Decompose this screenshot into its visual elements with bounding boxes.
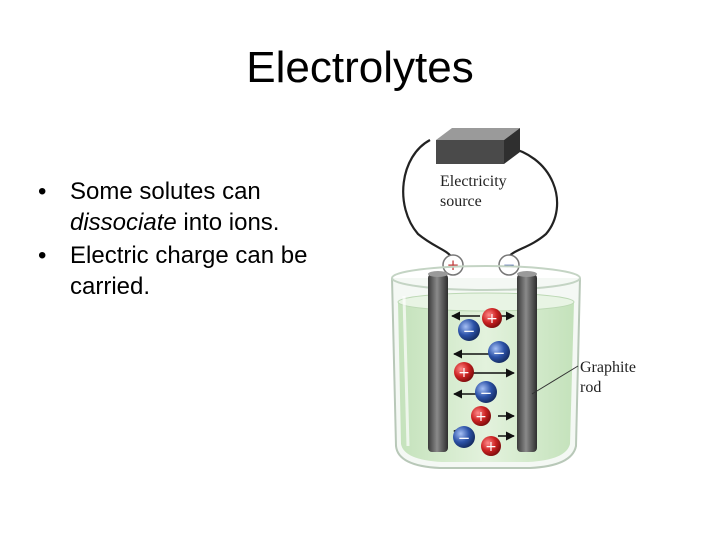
svg-text:+: + (486, 311, 498, 327)
svg-text:+: + (447, 256, 460, 274)
cation: + (481, 436, 501, 456)
negative-terminal: − (498, 254, 520, 276)
svg-text:−: − (458, 429, 471, 447)
bullet-text-prefix: Some solutes can (70, 178, 261, 205)
anion: − (458, 319, 480, 341)
bullet-text-suffix: into ions. (176, 209, 280, 236)
cation: + (471, 406, 491, 426)
bullet-marker: • (38, 242, 47, 269)
source-label-line2: source (440, 193, 482, 210)
svg-text:−: − (480, 384, 493, 402)
anion: − (475, 381, 497, 403)
rod-label-line1: Graphite (580, 359, 636, 376)
svg-text:+: + (458, 365, 470, 381)
bullet-text-emphasis: dissociate (70, 209, 177, 236)
bullet-list: • Some solutes can dissociate into ions.… (32, 176, 362, 304)
electrolysis-diagram: Electricity source + − (391, 128, 636, 469)
electrolysis-figure: Electricity source + − (380, 126, 680, 476)
source-label-line1: Electricity (440, 173, 507, 190)
svg-text:+: + (485, 439, 497, 455)
graphite-rod-left (428, 271, 448, 452)
graphite-rod-right (517, 271, 537, 452)
bullet-marker: • (38, 178, 47, 205)
cation: + (454, 362, 474, 382)
bullet-item-dissociate: • Some solutes can dissociate into ions. (32, 176, 362, 238)
rod-label-line2: rod (580, 379, 601, 396)
svg-text:−: − (463, 322, 476, 340)
bullet-text: Electric charge can be carried. (70, 242, 308, 300)
electricity-source-box (436, 128, 520, 164)
positive-terminal: + (442, 254, 464, 276)
rod-callout-line (531, 365, 579, 395)
wire-positive (402, 139, 453, 259)
wire-negative (501, 144, 559, 259)
cation: + (482, 308, 502, 328)
anion: − (453, 426, 475, 448)
slide-title: Electrolytes (246, 43, 474, 92)
svg-text:−: − (503, 256, 516, 274)
svg-text:−: − (493, 344, 506, 362)
svg-text:+: + (475, 409, 487, 425)
anion: − (488, 341, 510, 363)
bullet-item-charge: • Electric charge can be carried. (32, 240, 362, 302)
